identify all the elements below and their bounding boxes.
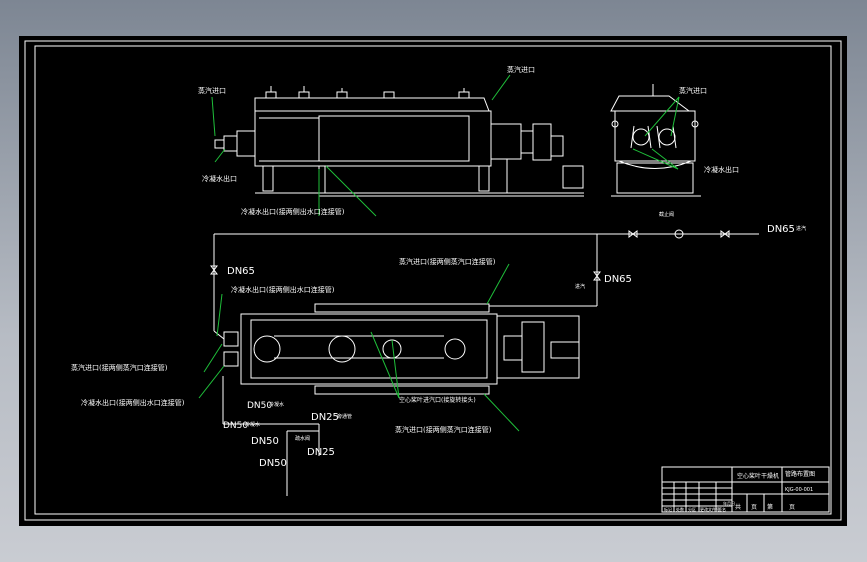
plan-dn25-a: DN25	[311, 412, 339, 423]
plan-steam-note-bottom: 蒸汽进口(接两侧蒸汽口连接管)	[395, 425, 492, 434]
title-row-label-4: 签名	[718, 506, 726, 512]
pipeline-drawing: 蒸汽进口 蒸汽进口 冷凝水出口 冷凝水出口(接两侧出水口连接管) 蒸汽进口 冷凝…	[24, 40, 842, 521]
front-steam-inlet-top: 蒸汽进口	[507, 65, 535, 74]
title-row-label-3: 更改文件号	[700, 506, 720, 512]
title-drawing-name: 管路布置图	[785, 470, 815, 478]
plan-dn65-right-note: 进汽	[575, 283, 585, 290]
plan-dn65-main: DN65	[767, 224, 795, 235]
plan-valve-note: 截止阀	[659, 211, 674, 218]
front-view	[211, 74, 584, 217]
front-drain-outlet: 冷凝水出口	[202, 174, 237, 183]
cad-viewport[interactable]: 蒸汽进口 蒸汽进口 冷凝水出口 冷凝水出口(接两侧出水口连接管) 蒸汽进口 冷凝…	[19, 36, 847, 526]
plan-dn65-right: DN65	[604, 274, 632, 285]
title-block	[661, 466, 830, 513]
plan-dn50-b-note: 冷凝水	[245, 421, 260, 428]
plan-dn25-a-note: 旁通管	[337, 413, 352, 420]
plan-hollow-blade-note: 空心桨叶进汽口(接旋转接头)	[399, 396, 476, 404]
plan-dn65-left: DN65	[227, 266, 255, 277]
plan-dn50-d: DN50	[259, 458, 287, 469]
plan-drain-note-left2: 冷凝水出口(接两侧出水口连接管)	[81, 398, 185, 407]
plan-steam-note-left: 蒸汽进口(接两侧蒸汽口连接管)	[71, 363, 168, 372]
plan-view	[198, 229, 759, 496]
title-bottom-2: 第	[767, 503, 773, 511]
title-row-label-1: 处数	[676, 506, 684, 512]
plan-dn25-b: DN25	[307, 447, 335, 458]
plan-dn50-b: DN50	[223, 421, 248, 431]
side-steam-inlet: 蒸汽进口	[679, 86, 707, 95]
plan-drain-note-left: 冷凝水出口(接两侧出水口连接管)	[231, 285, 335, 294]
plan-dn50-c: DN50	[251, 436, 279, 447]
plan-dn50-a: DN50	[247, 401, 272, 411]
title-bottom-0: 共	[735, 503, 741, 511]
title-bottom-3: 页	[789, 504, 795, 511]
plan-dn50-a-note: 冷凝水	[269, 401, 284, 408]
front-drain-note: 冷凝水出口(接两侧出水口连接管)	[241, 207, 345, 216]
title-row-label-2: 分区	[688, 506, 696, 512]
title-drawing-no: KJG-00-001	[785, 487, 813, 493]
title-row-label-0: 标记	[664, 506, 672, 512]
plan-steam-note-top: 蒸汽进口(接两侧蒸汽口连接管)	[399, 257, 496, 266]
inner-frame	[34, 45, 832, 515]
title-row-label-5: 年月日	[723, 500, 735, 506]
side-view	[610, 84, 701, 197]
title-product: 空心桨叶干燥机	[737, 472, 779, 480]
plan-trap-note: 疏水阀	[295, 435, 310, 442]
side-drain-outlet: 冷凝水出口	[704, 165, 739, 174]
plan-dn65-main-note: 进汽	[796, 225, 806, 232]
outer-frame	[24, 40, 842, 521]
title-bottom-1: 页	[751, 504, 757, 511]
front-steam-inlet-left: 蒸汽进口	[198, 86, 226, 95]
